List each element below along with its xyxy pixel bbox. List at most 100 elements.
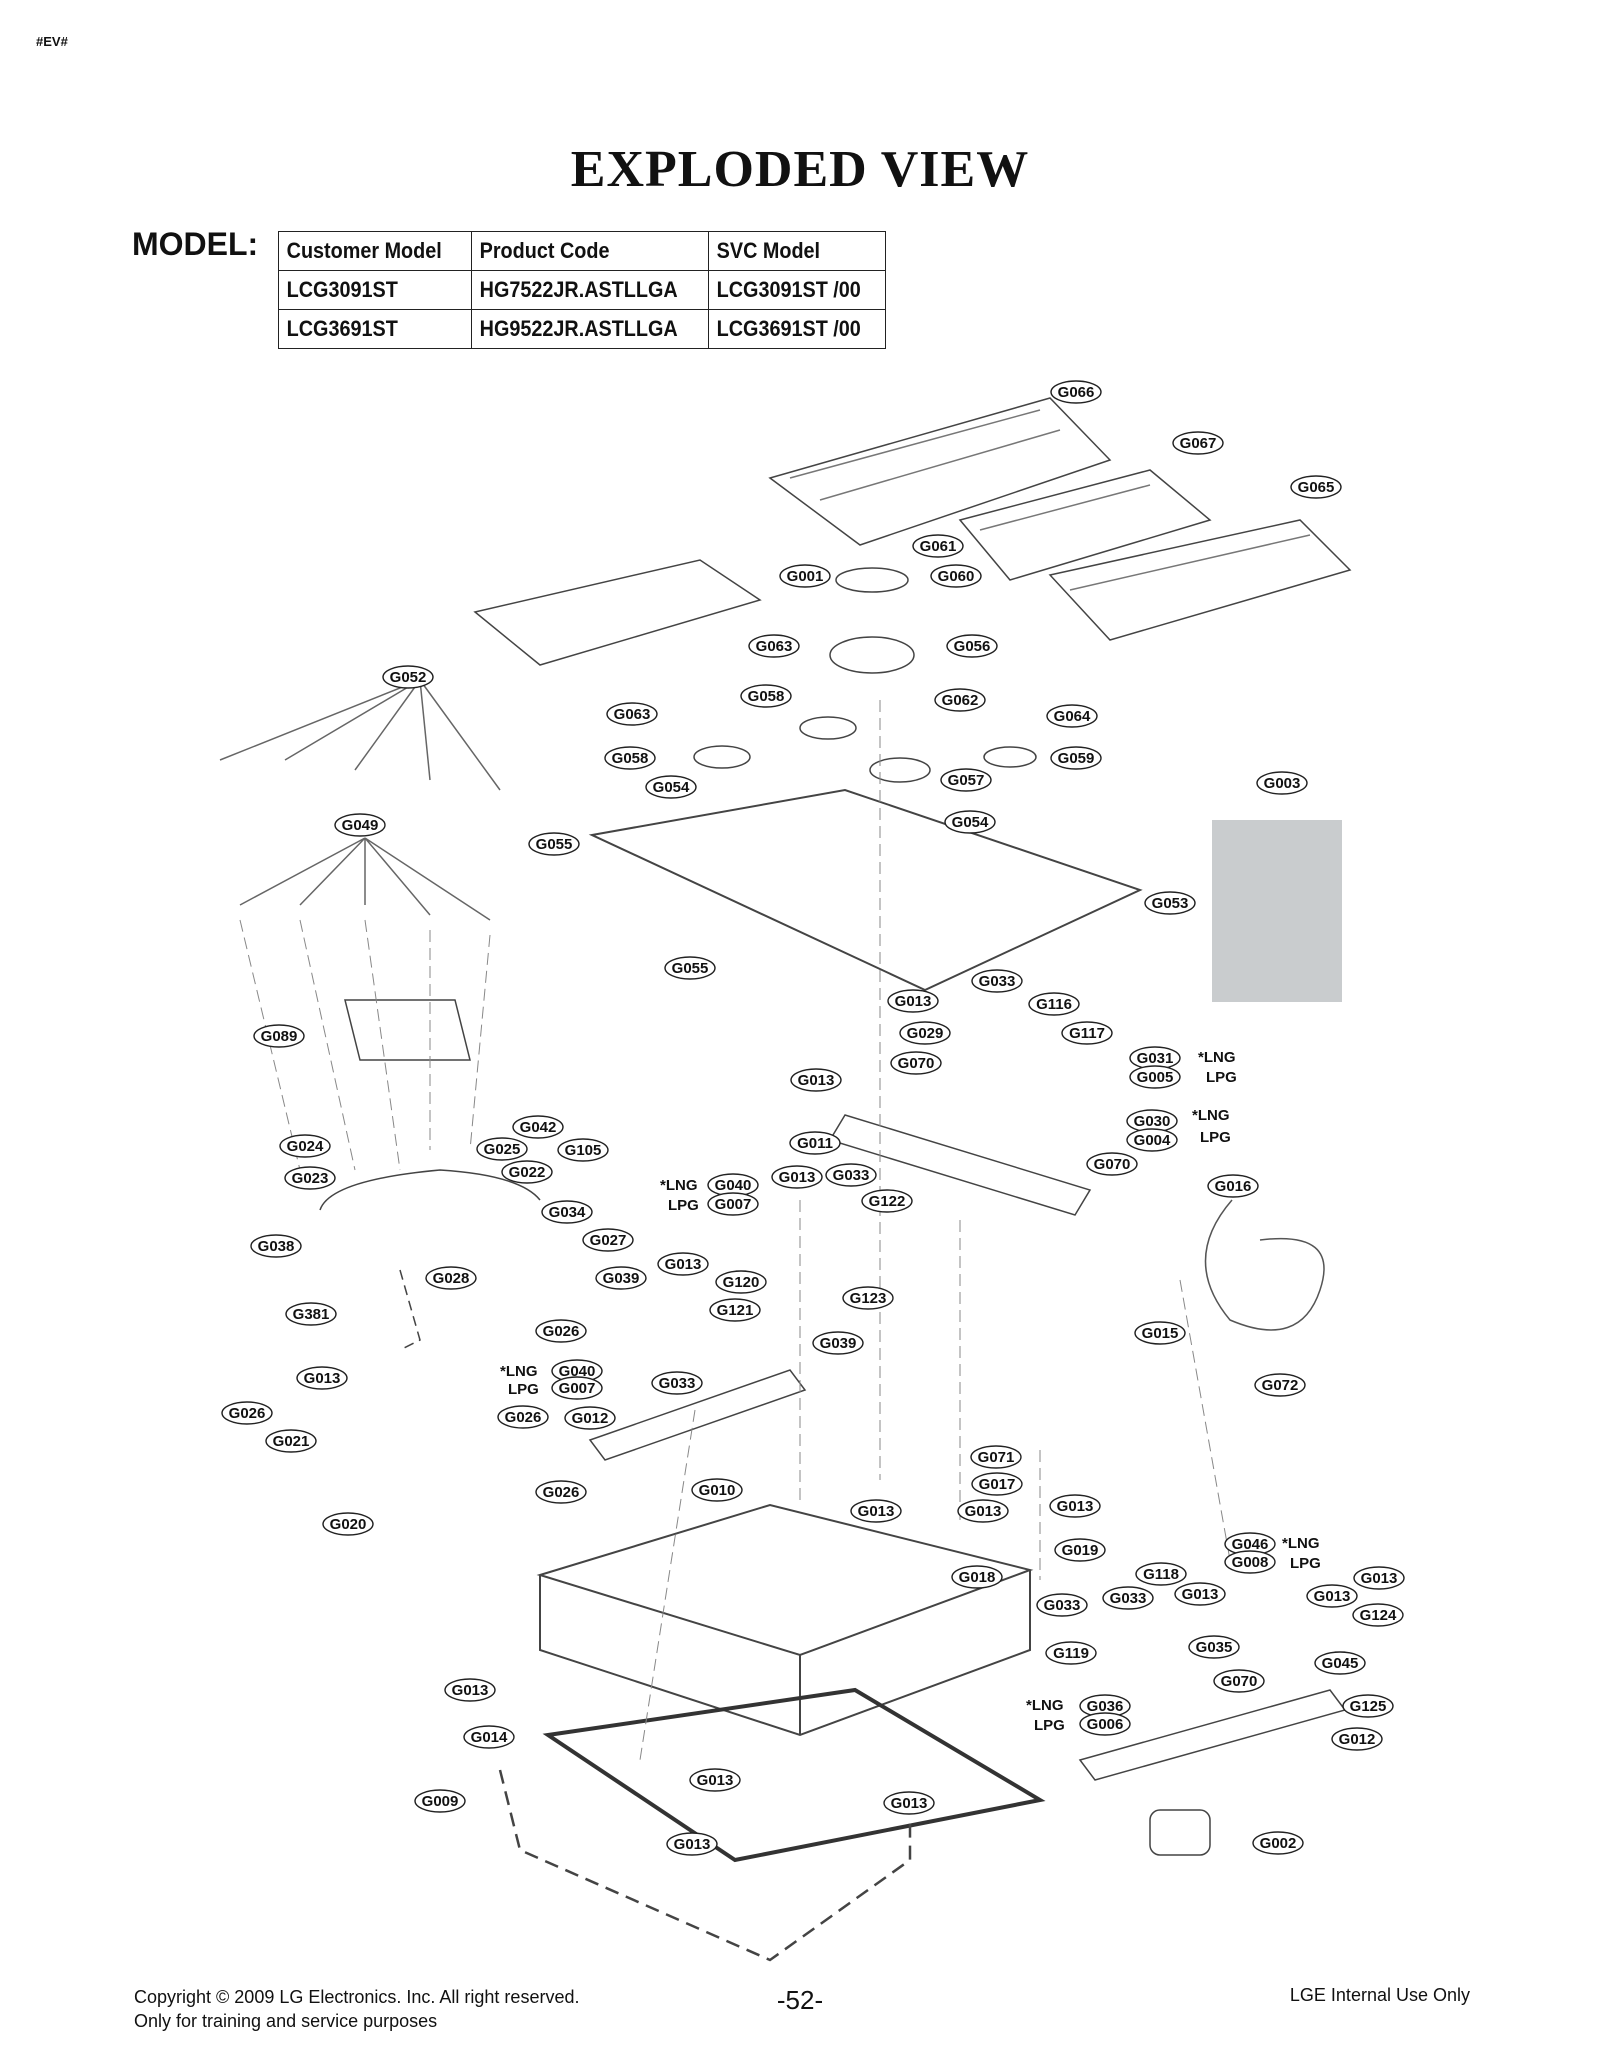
callout-label: G070 [1221, 1673, 1258, 1690]
callout: G019 [1054, 1538, 1106, 1562]
callout: G116 [1028, 992, 1080, 1016]
callout-label: G071 [978, 1449, 1015, 1466]
callout: G056 [946, 634, 998, 658]
callout: G013 [1306, 1584, 1358, 1608]
callout-label: G013 [1314, 1588, 1351, 1605]
callout-label: G027 [590, 1232, 627, 1249]
callout-label: G063 [756, 638, 793, 655]
power-cord [1204, 1199, 1325, 1331]
callout: G058 [740, 684, 792, 708]
callout: G007 [551, 1376, 603, 1400]
callout: G015 [1134, 1321, 1186, 1345]
callout: G063 [748, 634, 800, 658]
callout: G033 [651, 1371, 703, 1395]
callout: G010 [691, 1478, 743, 1502]
gas-note-top: *LNG [1026, 1697, 1064, 1714]
callout-label: G013 [1361, 1570, 1398, 1587]
callout-label: G007 [715, 1196, 752, 1213]
griddle [473, 559, 762, 666]
callout-label: G033 [833, 1167, 870, 1184]
callout-label: G006 [1087, 1716, 1124, 1733]
callout-label: G010 [699, 1482, 736, 1499]
callout-label: G063 [614, 706, 651, 723]
callout: G028 [425, 1266, 477, 1290]
callout: G117 [1061, 1021, 1113, 1045]
callout-label: G055 [672, 960, 709, 977]
gas-note-bottom: LPG [1290, 1555, 1321, 1572]
callout: G118 [1135, 1562, 1187, 1586]
callout: G061 [912, 534, 964, 558]
callout-label: G042 [520, 1119, 557, 1136]
callout: G072 [1254, 1373, 1306, 1397]
mid-bracket-g011 [828, 1114, 1092, 1216]
page-number: -52- [776, 1985, 824, 2015]
callout: G003 [1256, 771, 1308, 795]
callout-label: G013 [665, 1256, 702, 1273]
callout-label: G054 [653, 779, 690, 796]
callout-label: G058 [612, 750, 649, 767]
callout: G042 [512, 1115, 564, 1139]
callout-label: G052 [390, 669, 427, 686]
callout-label: G013 [779, 1169, 816, 1186]
callout-label: G011 [797, 1135, 833, 1152]
callout: G031 [1129, 1046, 1181, 1070]
table-cell: LCG3691ST [278, 309, 453, 349]
callout-label: G017 [979, 1476, 1016, 1493]
dashed-box-g381 [399, 1269, 421, 1351]
callout: G105 [557, 1138, 609, 1162]
callout-label: G089 [261, 1028, 298, 1045]
callout-label: G049 [342, 817, 379, 834]
model-table: Customer Model Product Code SVC Model LC… [278, 231, 886, 349]
callout: G038 [250, 1234, 302, 1258]
callout-label: G013 [304, 1370, 341, 1387]
callout: G053 [1144, 891, 1196, 915]
callout: G033 [971, 969, 1023, 993]
callout-label: G013 [1057, 1498, 1094, 1515]
callout: G065 [1290, 475, 1342, 499]
footer-copyright: Copyright © 2009 LG Electronics. Inc. Al… [134, 1985, 579, 2033]
callout: G021 [265, 1429, 317, 1453]
callout-label: G072 [1262, 1377, 1299, 1394]
callout: G026 [535, 1319, 587, 1343]
callout-label: G019 [1062, 1542, 1099, 1559]
callout: G055 [664, 956, 716, 980]
gas-note-top: *LNG [1192, 1107, 1230, 1124]
callout: G013 [887, 989, 939, 1013]
callout: G020 [322, 1512, 374, 1536]
gas-note-top: *LNG [1282, 1535, 1320, 1552]
callout-label: G013 [674, 1836, 711, 1853]
callout-label: G026 [505, 1409, 542, 1426]
callout-label: G045 [1322, 1655, 1359, 1672]
callout-label: G002 [1260, 1835, 1297, 1852]
callout: G026 [497, 1405, 549, 1429]
grate-center [958, 469, 1212, 581]
knob-leaders [239, 837, 491, 921]
header-svc-model: SVC Model [708, 231, 869, 271]
callout: G016 [1207, 1174, 1259, 1198]
callout-label: G004 [1134, 1132, 1171, 1149]
callout-label: G061 [920, 538, 957, 555]
callout-label: G023 [292, 1170, 329, 1187]
gas-note-top: *LNG [1198, 1049, 1236, 1066]
callout: G055 [528, 832, 580, 856]
table-cell: LCG3091ST /00 [708, 270, 869, 310]
callout: G033 [1036, 1593, 1088, 1617]
gas-note-bottom: LPG [1206, 1069, 1237, 1086]
callout: G013 [850, 1499, 902, 1523]
callout-label: G034 [549, 1204, 586, 1221]
callout: G058 [604, 746, 656, 770]
callout-label: G119 [1053, 1645, 1089, 1662]
callout: G013 [1049, 1494, 1101, 1518]
gas-note-bottom: LPG [1200, 1129, 1231, 1146]
callout-label: G029 [907, 1025, 944, 1042]
callout: G002 [1252, 1831, 1304, 1855]
callout-label: G025 [484, 1141, 521, 1158]
gas-pipe-g381 [319, 1169, 541, 1211]
callout-label: G001 [787, 568, 824, 585]
callout-label: G013 [965, 1503, 1002, 1520]
gas-note-bottom: LPG [668, 1197, 699, 1214]
callout-label: G012 [1339, 1731, 1376, 1748]
callout-label: G039 [820, 1335, 857, 1352]
callout-label: G028 [433, 1270, 470, 1287]
callout-label: G040 [715, 1177, 752, 1194]
